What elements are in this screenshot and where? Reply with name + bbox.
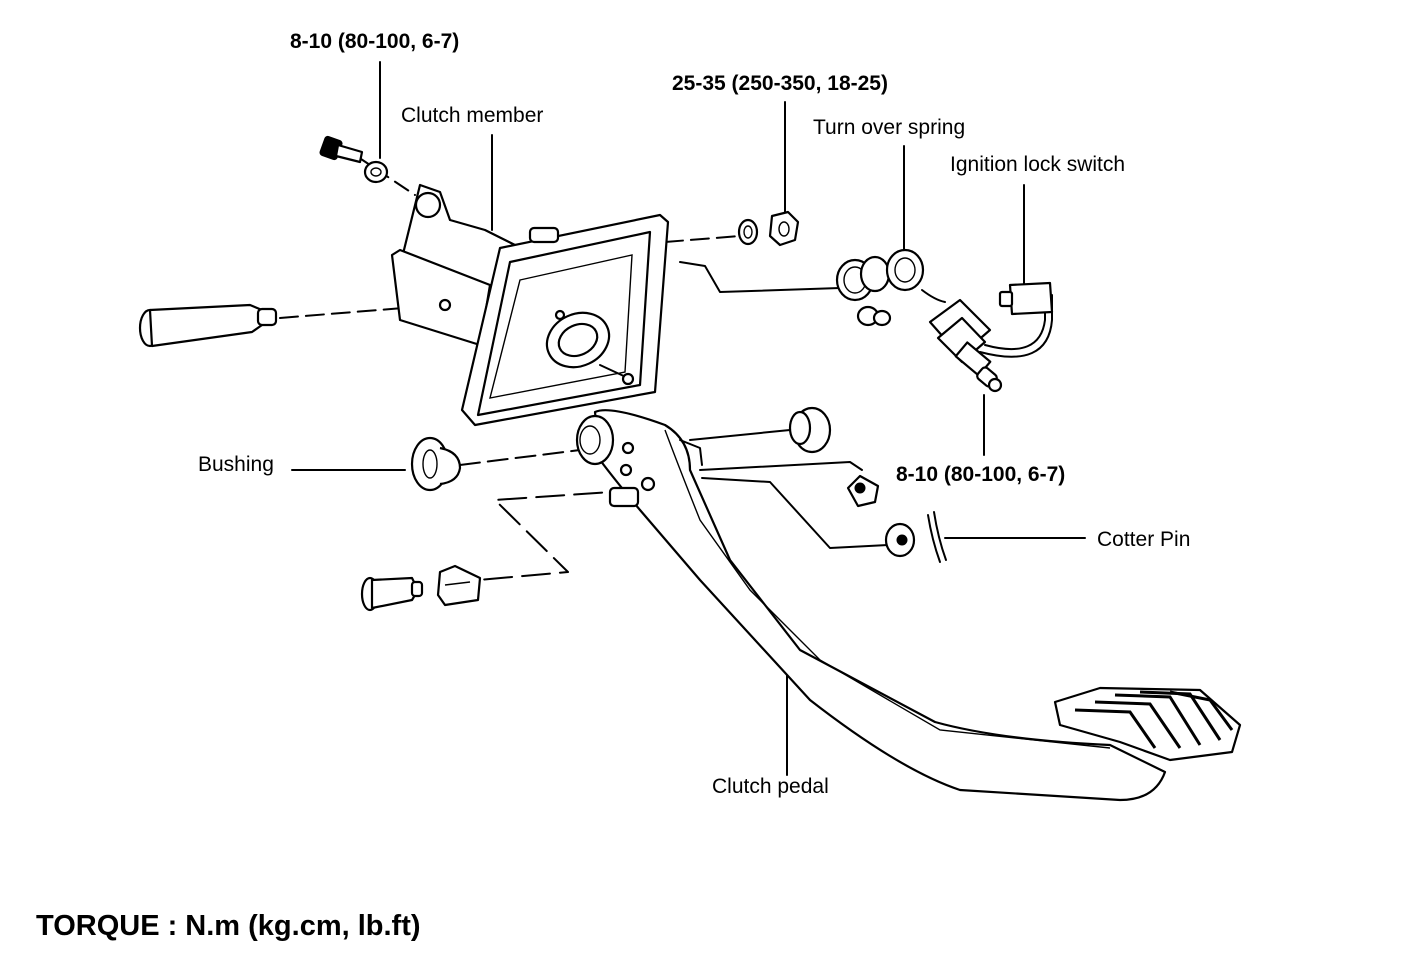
bolt-top-left <box>319 135 389 184</box>
torque-label-right: 8-10 (80-100, 6-7) <box>896 463 1066 486</box>
pedal-nut <box>846 474 880 508</box>
torque-units-footer: TORQUE : N.m (kg.cm, lb.ft) <box>36 910 421 942</box>
assembly-lines <box>279 154 889 581</box>
bushing-left <box>410 436 462 492</box>
clevis-clip <box>436 564 482 607</box>
pivot-bolt <box>138 303 278 348</box>
cotter-pin-label: Cotter Pin <box>1097 528 1191 551</box>
pedal-pad <box>1053 686 1242 762</box>
nut-washer <box>737 210 800 247</box>
clutch-pedal-label: Clutch pedal <box>712 775 829 798</box>
clutch-pedal-arm <box>575 409 1167 802</box>
washer <box>884 522 916 558</box>
turn-over-spring-label: Turn over spring <box>813 116 966 139</box>
clutch-member-bracket <box>390 183 670 427</box>
torque-label-top-left: 8-10 (80-100, 6-7) <box>290 30 460 53</box>
leader-lines <box>291 61 1086 776</box>
clevis-pin <box>360 576 424 612</box>
torque-label-top-mid: 25-35 (250-350, 18-25) <box>672 72 888 95</box>
ignition-lock-switch <box>928 281 1054 393</box>
bushing-right <box>788 406 832 454</box>
ignition-lock-switch-label: Ignition lock switch <box>950 153 1126 176</box>
clutch-member-label: Clutch member <box>401 104 544 127</box>
turn-over-spring <box>835 248 946 327</box>
cotter-pin <box>927 511 947 563</box>
bushing-label: Bushing <box>198 453 274 476</box>
